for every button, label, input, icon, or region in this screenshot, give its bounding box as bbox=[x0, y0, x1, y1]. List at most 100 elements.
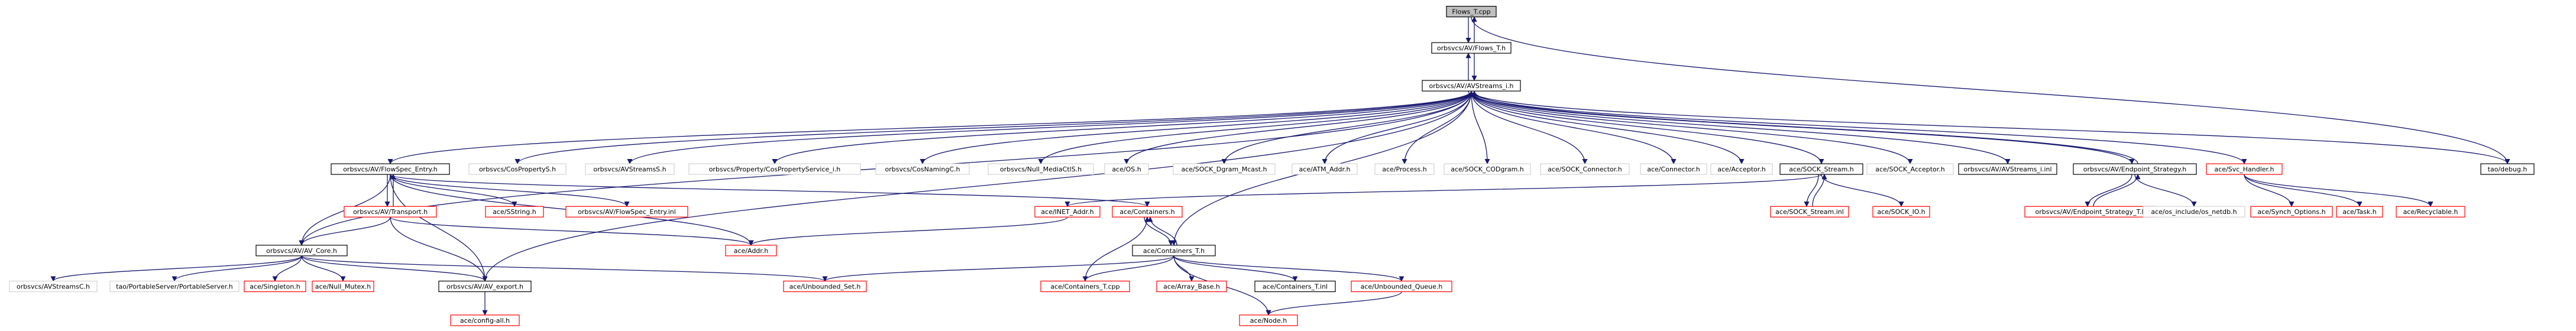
node-sock_io_h[interactable]: ace/SOCK_IO.h bbox=[1872, 206, 1930, 218]
node-label: orbsvcs/AV/AV_Core.h bbox=[266, 247, 337, 255]
node-box bbox=[312, 280, 374, 293]
edges-layer bbox=[50, 16, 2510, 316]
node-box bbox=[2336, 206, 2383, 218]
node-avstreamsc_h: orbsvcs/AVStreamsC.h bbox=[9, 280, 98, 293]
edge-av_core_h-to-av_export_h bbox=[301, 255, 488, 282]
edge-flowspec_entry_h-to-av_export_h bbox=[390, 174, 488, 282]
node-avstreams_i_h[interactable]: orbsvcs/AV/AVStreams_i.h bbox=[1422, 80, 1521, 92]
node-box bbox=[1132, 245, 1216, 257]
edge-avstreams_i_h-to-connector_h bbox=[1471, 91, 1677, 164]
node-sock_stream_h[interactable]: ace/SOCK_Stream.h bbox=[1779, 163, 1863, 175]
edge-sock_stream_h-to-sock_io_h bbox=[1821, 174, 1904, 207]
node-label: orbsvcs/AV/AVStreams_i.h bbox=[1429, 82, 1514, 90]
edge-unbounded_queue_h-to-node_h bbox=[1266, 291, 1402, 316]
node-label: orbsvcs/Null_MediaCtlS.h bbox=[1000, 166, 1082, 173]
edge-containers_t_h-to-unbounded_queue_h bbox=[1173, 255, 1404, 282]
node-synch_options_h[interactable]: ace/Synch_Options.h bbox=[2250, 206, 2333, 218]
node-singleton_h[interactable]: ace/Singleton.h bbox=[244, 280, 306, 293]
node-debug_h[interactable]: tao/debug.h bbox=[2480, 163, 2535, 175]
node-box bbox=[331, 163, 450, 175]
node-label: orbsvcs/AV/Transport.h bbox=[353, 208, 428, 216]
node-task_h[interactable]: ace/Task.h bbox=[2336, 206, 2383, 218]
node-box bbox=[1779, 163, 1863, 175]
edge-containers_t_h-to-unbounded_set_h bbox=[822, 255, 1174, 282]
node-transport_h[interactable]: orbsvcs/AV/Transport.h bbox=[344, 206, 437, 218]
node-label: ace/Unbounded_Queue.h bbox=[1361, 283, 1443, 291]
node-sstring_h[interactable]: ace/SString.h bbox=[485, 206, 544, 218]
edge-svc_handler_h-to-task_h bbox=[2244, 174, 2363, 207]
node-box bbox=[1374, 163, 1435, 175]
node-box bbox=[725, 245, 777, 257]
node-flows_t_cpp[interactable]: Flows_T.cpp bbox=[1446, 5, 1497, 18]
node-box bbox=[1444, 163, 1531, 175]
node-recyclable_h[interactable]: ace/Recyclable.h bbox=[2396, 206, 2465, 218]
node-box bbox=[1104, 163, 1149, 175]
node-addr_h[interactable]: ace/Addr.h bbox=[725, 245, 777, 257]
edge-flows_t_cpp-to-debug_h bbox=[1471, 17, 2510, 164]
node-label: orbsvcs/AVStreamsS.h bbox=[593, 166, 666, 173]
node-cosproperty_service_i_h: orbsvcs/Property/CosPropertyService_i.h bbox=[688, 163, 861, 175]
node-box bbox=[1866, 163, 1954, 175]
node-flows_t_h[interactable]: orbsvcs/AV/Flows_T.h bbox=[1431, 42, 1512, 54]
node-containers_t_h[interactable]: ace/Containers_T.h bbox=[1132, 245, 1216, 257]
edge-transport_h-to-addr_h bbox=[390, 216, 754, 246]
node-label: ace/SOCK_CODgram.h bbox=[1451, 166, 1524, 173]
node-containers_t_inl[interactable]: ace/Containers_T.inl bbox=[1254, 280, 1336, 293]
edge-svc_handler_h-to-synch_options_h bbox=[2244, 174, 2295, 207]
edge-transport_h-to-av_core_h bbox=[299, 217, 391, 246]
edge-containers_t_h-to-containers_t_cpp bbox=[1082, 255, 1174, 282]
node-label: orbsvcs/AV/FlowSpec_Entry.h bbox=[343, 166, 438, 173]
node-flowspec_entry_h[interactable]: orbsvcs/AV/FlowSpec_Entry.h bbox=[331, 163, 450, 175]
node-av_core_h[interactable]: orbsvcs/AV/AV_Core.h bbox=[255, 245, 348, 257]
node-endpoint_strategy_t_h[interactable]: orbsvcs/AV/Endpoint_Strategy_T.h bbox=[2024, 206, 2157, 218]
node-containers_t_cpp[interactable]: ace/Containers_T.cpp bbox=[1040, 280, 1130, 293]
node-box bbox=[244, 280, 306, 293]
node-box bbox=[1540, 163, 1630, 175]
node-process_h: ace/Process.h bbox=[1374, 163, 1435, 175]
edge-flowspec_entry_h-to-sstring_h bbox=[390, 174, 517, 207]
node-containers_h[interactable]: ace/Containers.h bbox=[1112, 206, 1183, 218]
node-label: orbsvcs/CosPropertyS.h bbox=[479, 166, 556, 173]
node-box bbox=[988, 163, 1094, 175]
node-node_h[interactable]: ace/Node.h bbox=[1239, 314, 1298, 326]
node-connector_h: ace/Connector.h bbox=[1640, 163, 1707, 175]
edge-avstreams_i_h-to-cosnamingc_h bbox=[920, 90, 1472, 164]
node-config_all_h[interactable]: ace/config-all.h bbox=[450, 314, 520, 326]
node-label: ace/SOCK_Stream.h bbox=[1789, 166, 1854, 173]
node-label: ace/ATM_Addr.h bbox=[1299, 166, 1351, 173]
node-flowspec_entry_inl[interactable]: orbsvcs/AV/FlowSpec_Entry.inl bbox=[565, 206, 688, 218]
node-acceptor_h: ace/Acceptor.h bbox=[1710, 163, 1773, 175]
node-box bbox=[875, 163, 970, 175]
node-label: tao/debug.h bbox=[2488, 166, 2528, 173]
node-unbounded_queue_h[interactable]: ace/Unbounded_Queue.h bbox=[1351, 280, 1452, 293]
edge-flowspec_entry_h-to-flowspec_entry_inl bbox=[390, 174, 630, 207]
edge-avstreams_i_h-to-sock_acceptor_h bbox=[1471, 90, 1913, 164]
node-inet_addr_h[interactable]: ace/INET_Addr.h bbox=[1034, 206, 1101, 218]
node-box bbox=[585, 163, 675, 175]
node-unbounded_set_h[interactable]: ace/Unbounded_Set.h bbox=[783, 280, 867, 293]
node-svc_handler_h[interactable]: ace/Svc_Handler.h bbox=[2206, 163, 2283, 175]
node-atm_addr_h: ace/ATM_Addr.h bbox=[1292, 163, 1358, 175]
node-avstreams_i_inl[interactable]: orbsvcs/AV/AVStreams_i.inl bbox=[1958, 163, 2057, 175]
edge-avstreams_i_h-to-null_mediactls_h bbox=[1038, 90, 1472, 164]
edge-avstreams_i_h-to-debug_h bbox=[1471, 90, 2510, 164]
edge-avstreams_i_h-to-avstreamss_h bbox=[627, 90, 1472, 164]
node-box bbox=[1292, 163, 1358, 175]
node-box bbox=[1173, 163, 1276, 175]
node-box bbox=[9, 280, 98, 293]
node-label: ace/config-all.h bbox=[460, 317, 510, 324]
node-box bbox=[2250, 206, 2333, 218]
node-label: ace/Containers.h bbox=[1119, 208, 1174, 216]
node-os_netdb_h: ace/os_include/os_netdb.h bbox=[2143, 206, 2245, 218]
node-label: ace/Unbounded_Set.h bbox=[789, 283, 861, 291]
node-av_export_h[interactable]: orbsvcs/AV/AV_export.h bbox=[438, 280, 532, 293]
node-sock_stream_inl[interactable]: ace/SOCK_Stream.inl bbox=[1770, 206, 1849, 218]
node-array_base_h[interactable]: ace/Array_Base.h bbox=[1156, 280, 1227, 293]
node-endpoint_strategy_h[interactable]: orbsvcs/AV/Endpoint_Strategy.h bbox=[2073, 163, 2197, 175]
edge-containers_t_h-to-containers_t_inl bbox=[1173, 255, 1298, 282]
node-box bbox=[565, 206, 688, 218]
node-box bbox=[1351, 280, 1452, 293]
edge-avstreams_i_h-to-avstreams_i_inl bbox=[1471, 90, 2011, 164]
node-box bbox=[438, 280, 532, 293]
node-null_mutex_h[interactable]: ace/Null_Mutex.h bbox=[312, 280, 374, 293]
